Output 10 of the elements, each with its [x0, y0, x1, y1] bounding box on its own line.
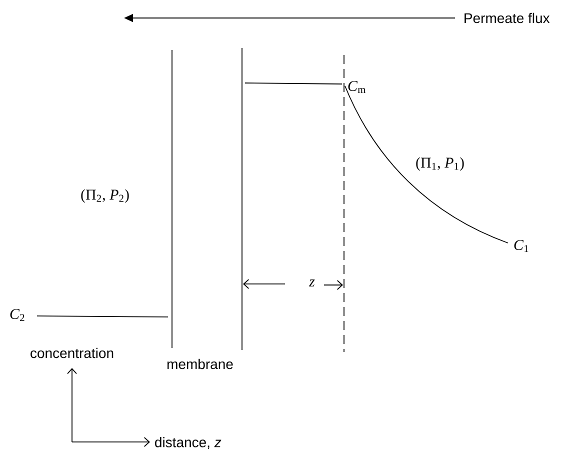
flux-label: Permeate flux: [464, 12, 550, 24]
axis-label: concentration: [30, 348, 114, 358]
concentration-label: C$_{1}$: [514, 240, 528, 252]
region-label: (Π$_{2}$, P$_{2}$): [81, 189, 129, 203]
membrane-label: membrane: [167, 358, 233, 370]
dimension-label: z: [308, 280, 315, 286]
axis-label: distance, z: [155, 437, 222, 449]
region-label: (Π$_{1}$, P$_{1}$): [416, 157, 464, 171]
concentration-label: C$_{m}$: [348, 80, 366, 94]
concentration-label: C$_{2}$: [10, 308, 24, 322]
